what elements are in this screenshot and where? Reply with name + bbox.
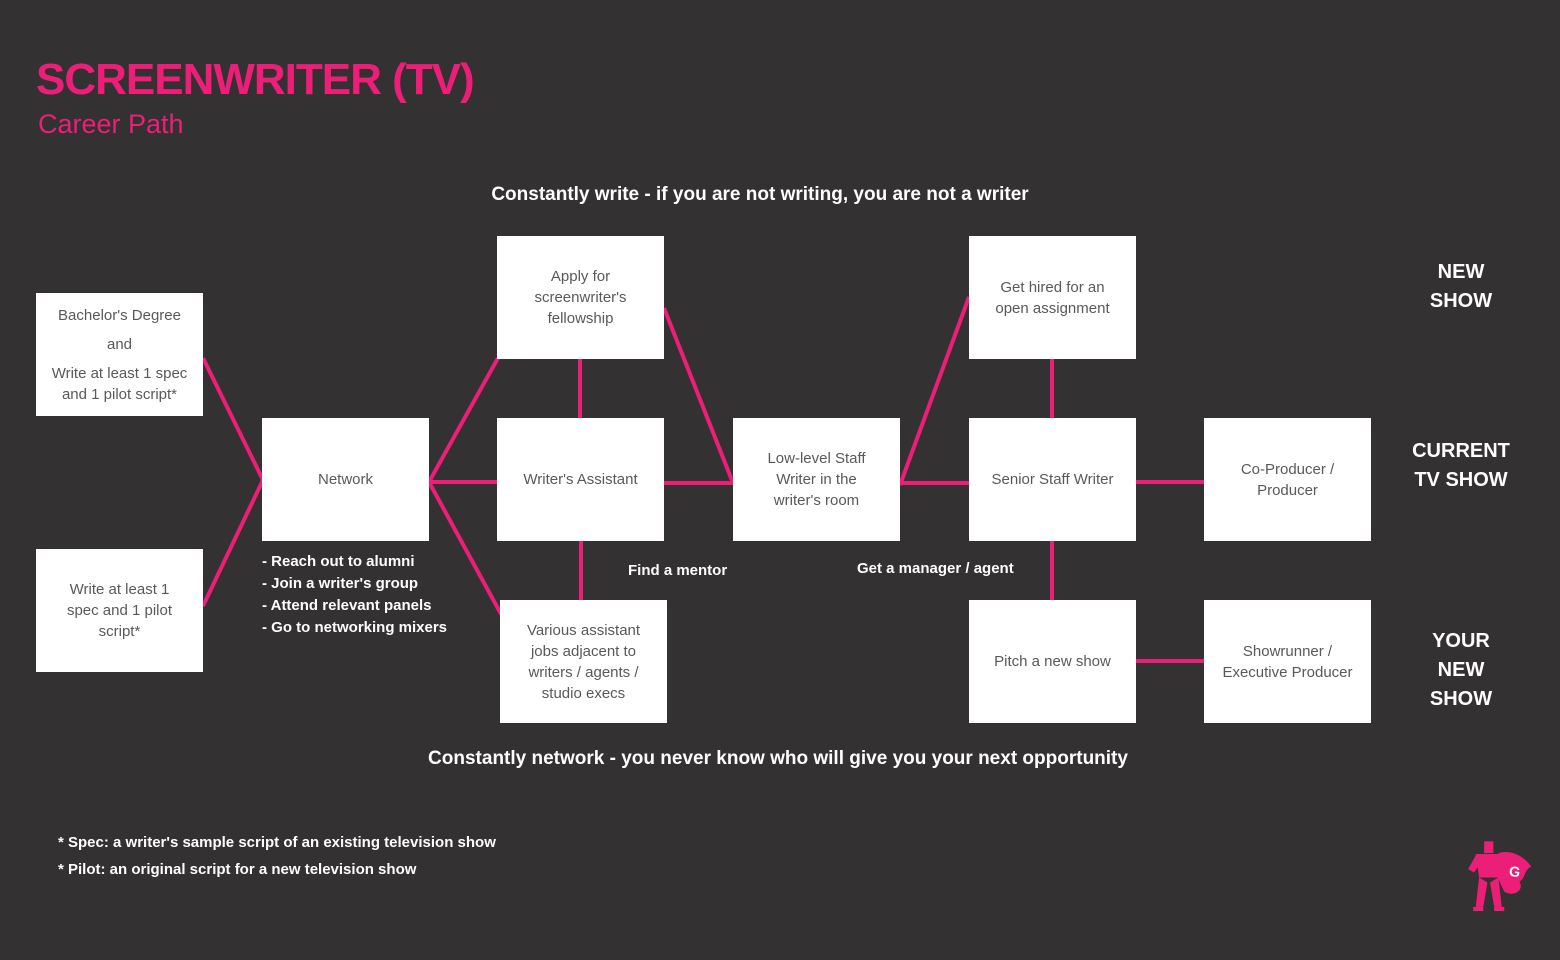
node-various-assistant-jobs: Various assistant jobs adjacent to write… <box>500 600 667 723</box>
edge-label-get-manager-agent: Get a manager / agent <box>857 560 1014 577</box>
node-apply-fellowship: Apply for screenwriter's fellowship <box>497 236 664 359</box>
node-bachelors-line1: Bachelor's Degree <box>58 306 181 324</box>
logo-right-arm <box>1497 853 1510 873</box>
logo-left-foot <box>1473 906 1484 912</box>
connector-low-level-get-hired <box>898 296 971 486</box>
connector-network-apply <box>427 357 500 483</box>
logo-right-foot <box>1494 906 1505 912</box>
network-tip-item: - Reach out to alumni <box>262 553 415 570</box>
logo-letter: G <box>1508 864 1521 881</box>
node-co-producer: Co-Producer / Producer <box>1204 418 1371 541</box>
node-network: Network <box>262 418 429 541</box>
network-tip-item: - Go to networking mixers <box>262 619 448 636</box>
footnote-spec: * Spec: a writer's sample script of an e… <box>58 834 496 851</box>
stage-label-new-show: NEW SHOW <box>1429 261 1493 312</box>
node-low-level-staff-writer: Low-level Staff Writer in the writer's r… <box>733 418 900 541</box>
logo-left-arm <box>1468 853 1480 873</box>
stage-label-current-tv-show: CURRENT TV SHOW <box>1412 440 1510 491</box>
network-tips-list: - Reach out to alumni - Join a writer's … <box>262 551 447 639</box>
connector-apply-low-level <box>662 307 735 484</box>
node-get-hired-open-assignment: Get hired for an open assignment <box>969 236 1136 359</box>
footnote-pilot: * Pilot: an original script for a new te… <box>58 861 417 878</box>
logo-right-leg <box>1490 877 1502 907</box>
superhero-logo: G <box>1468 841 1532 912</box>
node-writers-assistant: Writer's Assistant <box>497 418 664 541</box>
edge-label-find-mentor: Find a mentor <box>628 562 728 579</box>
connector-spec-network <box>201 479 265 607</box>
page-title: SCREENWRITER (TV) <box>36 55 475 104</box>
node-bachelors-line2: and <box>106 335 133 353</box>
logo-torso <box>1475 853 1502 878</box>
node-senior-staff-writer: Senior Staff Writer <box>969 418 1136 541</box>
node-pitch-new-show: Pitch a new show <box>969 600 1136 723</box>
connector-bachelors-network <box>201 357 265 481</box>
network-tip-item: - Join a writer's group <box>262 575 419 592</box>
logo-head <box>1484 841 1494 854</box>
node-bachelors-degree: Bachelor's Degree and Write at least 1 s… <box>36 293 203 416</box>
logo-left-leg <box>1475 877 1488 907</box>
connector-network-various-jobs <box>427 481 503 615</box>
banner-constantly-network: Constantly network - you never know who … <box>428 748 1128 769</box>
node-showrunner: Showrunner / Executive Producer <box>1204 600 1371 723</box>
network-tip-item: - Attend relevant panels <box>262 597 432 614</box>
footnotes: * Spec: a writer's sample script of an e… <box>58 829 496 883</box>
banner-constantly-write: Constantly write - if you are not writin… <box>491 184 1029 205</box>
stage-label-your-new-show: YOUR NEW SHOW <box>1429 630 1493 710</box>
page-subtitle: Career Path <box>38 109 184 139</box>
node-bachelors-line3: Write at least 1 spec and 1 pilot script… <box>51 364 188 403</box>
node-write-spec-pilot: Write at least 1 spec and 1 pilot script… <box>36 549 203 672</box>
